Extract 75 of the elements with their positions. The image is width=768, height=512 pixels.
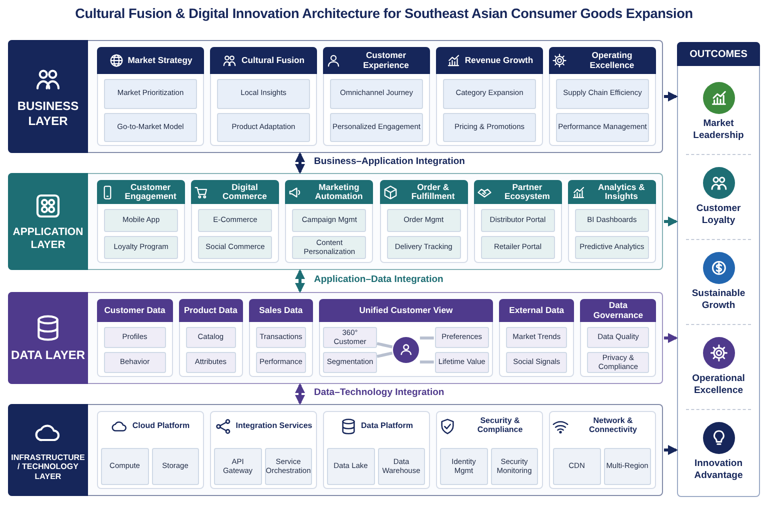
- module-title: Customer Engagement: [124, 182, 178, 202]
- module-card: [191, 180, 280, 263]
- module-title: Security & Compliance: [476, 417, 524, 435]
- outcome-label: Innovation Advantage: [693, 458, 744, 481]
- layer-title: BUSINESS LAYER: [16, 99, 80, 128]
- module-card: [248, 299, 314, 377]
- outcome-label: Market Leadership: [692, 118, 745, 141]
- layer-title: INFRASTRUCTURE / TECHNOLOGY LAYER: [10, 452, 86, 482]
- layer-title: DATA LAYER: [10, 348, 86, 362]
- module-card: [436, 47, 543, 146]
- module-title: Data Governance: [592, 301, 644, 320]
- module-title: Partner Ecosystem: [504, 182, 551, 202]
- module-card: [210, 411, 317, 489]
- outcome-label: Operational Excellence: [691, 373, 746, 396]
- module-title: Sales Data: [259, 306, 303, 316]
- module-card: [580, 299, 656, 377]
- module-title: Revenue Growth: [464, 56, 534, 66]
- outcome-label: Sustainable Growth: [690, 288, 746, 311]
- layer-band: [8, 173, 663, 270]
- module-title: Data Platform: [360, 422, 413, 430]
- layer-title: APPLICATION LAYER: [12, 226, 84, 252]
- module-card: [97, 47, 204, 146]
- panel-header: OUTCOMES: [677, 42, 760, 66]
- module-card: [498, 299, 574, 377]
- module-card: [474, 180, 562, 263]
- arrow: [664, 445, 678, 455]
- diagram-title: Cultural Fusion & Digital Innovation Architecture for Southeast Asian Consumer Goods Expansion: [74, 6, 694, 21]
- module-card: [97, 299, 173, 377]
- edge-label: Business–Application Integration: [312, 156, 467, 167]
- module-card: [97, 180, 186, 263]
- layer-band: [8, 404, 663, 496]
- module-card: [549, 47, 656, 146]
- module-title: Integration Services: [236, 422, 312, 430]
- module-card: [436, 411, 543, 489]
- double-arrow: [295, 383, 305, 405]
- layer-band: [8, 40, 663, 153]
- module-card: [568, 180, 656, 263]
- layer-band: [8, 292, 663, 384]
- module-card: [285, 180, 374, 263]
- module-title: Unified Customer View: [359, 306, 453, 316]
- module-card: [178, 299, 243, 377]
- module-card: [97, 411, 204, 489]
- arrow: [664, 333, 678, 343]
- module-title: Order & Fulfillment: [410, 182, 456, 202]
- connector-line: [420, 336, 434, 340]
- outcomes-panel: [677, 42, 760, 497]
- module-title: External Data: [509, 306, 564, 316]
- module-title: Cultural Fusion: [241, 56, 305, 66]
- person-icon: [392, 337, 419, 363]
- module-title: Market Strategy: [128, 56, 192, 66]
- module-title: Customer Data: [104, 306, 166, 316]
- module-title: Digital Commerce: [222, 182, 268, 202]
- connector-line: [376, 352, 393, 358]
- module-title: Network & Connectivity: [588, 417, 638, 435]
- edge-label: Application–Data Integration: [312, 274, 446, 285]
- module-card: [210, 47, 317, 146]
- module-card: [549, 411, 656, 489]
- module-title: Analytics & Insights: [597, 182, 646, 202]
- outcome-label: Customer Loyalty: [695, 203, 742, 226]
- double-arrow: [295, 152, 305, 174]
- arrow: [664, 92, 678, 102]
- module-card: [323, 47, 430, 146]
- module-title: Marketing Automation: [314, 182, 364, 202]
- module-title: Operating Excellence: [588, 51, 636, 70]
- module-title: Customer Experience: [362, 51, 410, 70]
- module-card: [323, 411, 430, 489]
- double-arrow: [295, 269, 305, 293]
- module-card: [380, 180, 468, 263]
- module-title: Product Data: [184, 306, 238, 316]
- module-card: [319, 299, 493, 377]
- connector-line: [420, 360, 434, 364]
- module-title: Cloud Platform: [132, 422, 190, 430]
- arrow: [664, 216, 678, 226]
- edge-label: Data–Technology Integration: [312, 387, 446, 398]
- connector-line: [376, 342, 393, 348]
